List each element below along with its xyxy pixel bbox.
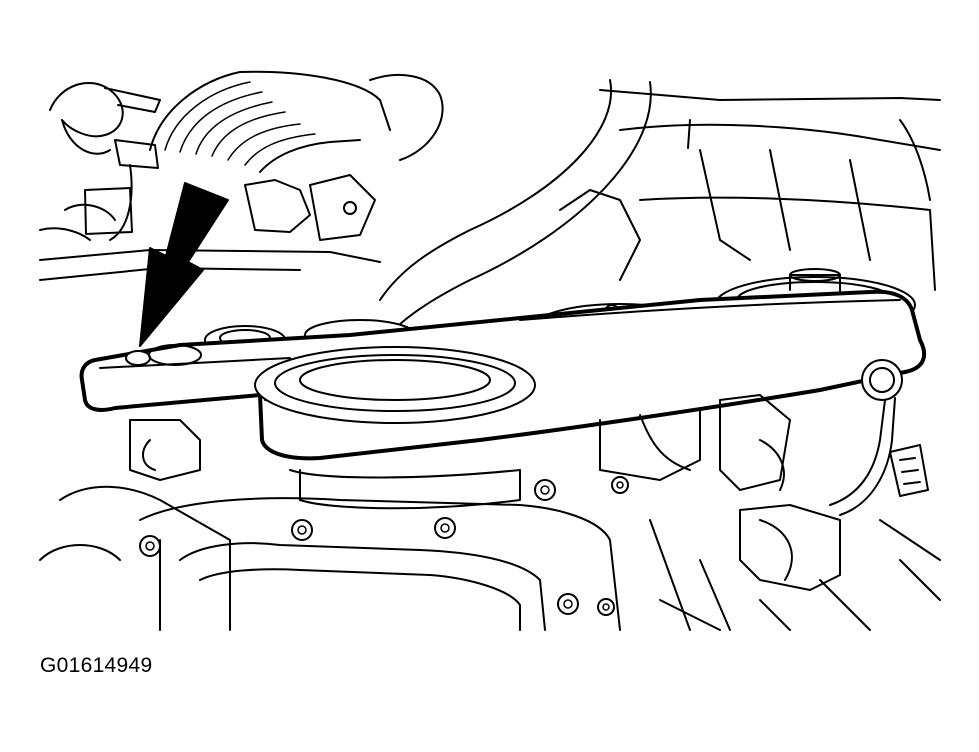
upper-engine-structure — [39, 70, 941, 341]
crankshaft-pulley — [254, 346, 536, 424]
tensioner-bolt — [125, 344, 202, 366]
figure-id-label: G01614949 — [40, 654, 153, 677]
arrow-down-left-icon — [139, 182, 229, 347]
lower-engine-structure — [39, 359, 941, 631]
